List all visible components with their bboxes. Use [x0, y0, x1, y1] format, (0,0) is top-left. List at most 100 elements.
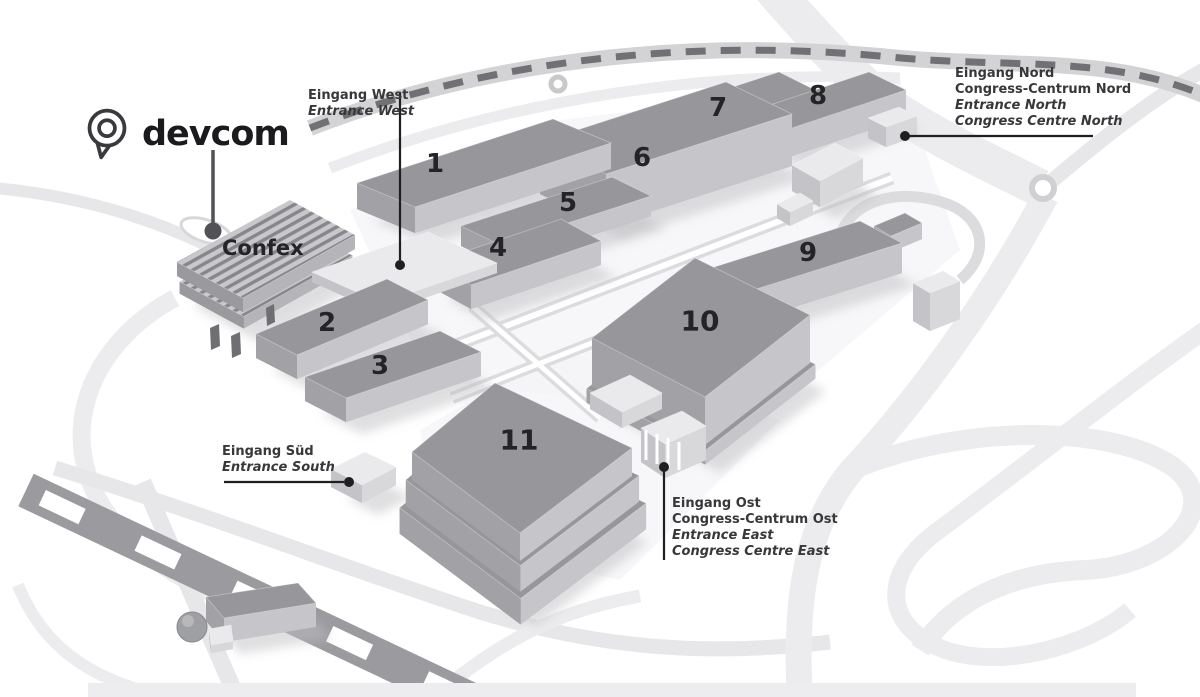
hall-4-label: 4: [488, 233, 508, 263]
entrance-ost-line-2: Congress-Centrum Ost: [672, 512, 838, 527]
station-annex-side: [209, 629, 211, 653]
station-building-side: [224, 603, 316, 642]
station-dome: [176, 611, 208, 643]
entrance-sued-label: Eingang Süd Entrance South: [222, 444, 335, 476]
hall-2-label: 2: [317, 308, 337, 338]
hall-6-side: [606, 114, 792, 226]
hall-1: [355, 118, 613, 233]
confex-building-side: [177, 262, 243, 312]
hall-2-side: [256, 334, 297, 379]
hall-9-side: [747, 243, 902, 322]
entrance-sued-line-en: Entrance South: [222, 460, 335, 475]
entrance-south-building-shadow: [347, 482, 412, 515]
entrance-ost-line-3: Entrance East: [672, 528, 774, 543]
entrance-east-colonnade-side: [665, 426, 706, 478]
ccn-ramp-arc: [832, 190, 986, 285]
hall-7-label: 7: [708, 93, 728, 123]
confex-pillar: [210, 324, 220, 350]
station-annex: [208, 624, 234, 653]
hall-10-label: 10: [680, 304, 720, 338]
devcom-pointer: [204, 150, 222, 240]
hall-11: [399, 382, 647, 625]
hall-10-side: [705, 364, 816, 465]
hall-11-side: [520, 503, 647, 625]
bottom-strip: [88, 683, 1136, 697]
ccn-cube-large-side: [820, 158, 863, 207]
road-west-access: [0, 182, 211, 252]
ccn-tower-top: [912, 270, 961, 294]
road-corner-arc: [12, 582, 142, 696]
ccn-cube-large-side: [792, 165, 820, 207]
hall-11-side: [520, 475, 640, 592]
north-side-cube-side: [868, 118, 886, 147]
road-south-parallel: [52, 460, 831, 657]
confex-building-side: [243, 235, 355, 312]
ccn-cube-small: [776, 192, 814, 226]
hall-2-side: [297, 300, 428, 379]
buildings-layer: [176, 71, 961, 653]
road-roundabout-ne: [1041, 63, 1200, 192]
entrance-east-building-side: [590, 393, 622, 428]
hall-11-top: [411, 382, 633, 534]
hall-6-label: 6: [632, 143, 652, 173]
hall-4-side: [471, 241, 601, 309]
road-interchange-loop2: [887, 322, 1200, 667]
hall-3-label: 3: [370, 351, 390, 381]
road-interchange-loop1: [848, 425, 1200, 656]
entrance-ost-line-1: Eingang Ost: [672, 496, 761, 511]
entrance-west-label: Eingang West Entrance West: [308, 88, 414, 120]
entrance-nord-line-1: Eingang Nord: [955, 66, 1055, 81]
entrance-ost-pointer: [659, 462, 669, 560]
hall-1-side: [415, 143, 611, 233]
entrance-nord-line-4: Congress Centre North: [955, 114, 1123, 129]
hall-11-side: [520, 448, 632, 561]
entrance-sued-line-de: Eingang Süd: [222, 444, 314, 459]
hall-11-side: [399, 507, 521, 625]
devcom-wordmark: devcom: [142, 114, 290, 154]
entrance-nord-pointer: [900, 131, 1093, 141]
ccn-tower-side: [913, 283, 930, 331]
entrance-sued-dot: [344, 477, 354, 487]
ccn-cube-small-top: [776, 192, 814, 213]
entrance-west-line-en: Entrance West: [308, 104, 415, 119]
entrance-ost-dot: [659, 462, 669, 472]
entrance-east-building-top: [589, 374, 663, 413]
entrance-nord-line-2: Congress-Centrum Nord: [955, 82, 1132, 97]
north-side-cube-side: [886, 116, 917, 147]
rail-stop-ring: [548, 74, 568, 94]
confex-pillar: [231, 332, 241, 358]
entrance-east-building-side: [622, 393, 662, 428]
hall-5-top: [459, 176, 653, 246]
entrance-nord-dot: [900, 131, 910, 141]
entrance-west-line-de: Eingang West: [308, 88, 409, 103]
entrance-west-pointer: [395, 93, 405, 270]
hall-10-top: [591, 257, 811, 398]
map-extras: [176, 93, 1093, 643]
confex-building-side: [179, 281, 244, 329]
hall-9-label: 9: [798, 238, 818, 268]
hall-3-top: [303, 330, 483, 399]
ccn-cube-small-side: [777, 204, 790, 226]
entrance-ost-line-4: Congress Centre East: [672, 544, 830, 559]
hall-1-top: [355, 118, 613, 208]
devcom-dot: [204, 222, 222, 240]
hall-3-side: [346, 352, 481, 422]
hall-2: [255, 278, 429, 379]
hall-8-side: [789, 90, 906, 157]
hall-11-label: 11: [499, 423, 539, 457]
hall-3: [303, 330, 483, 422]
hall-1-label: 1: [425, 149, 445, 179]
confex-building-top: [176, 199, 356, 299]
ccn-cube-small-side: [790, 201, 813, 226]
station-building-top: [205, 582, 317, 619]
hall-11-side: [405, 479, 521, 592]
hall-3-side: [305, 377, 346, 422]
entrance-south-building: [330, 451, 397, 503]
confex-pillar: [266, 304, 275, 326]
entrance-ost-label: Eingang Ost Congress-Centrum Ost Entranc…: [672, 496, 838, 560]
entrance-nord-label: Eingang Nord Congress-Centrum Nord Entra…: [955, 66, 1131, 130]
hall-5-label: 5: [558, 188, 578, 218]
entrance-east-building: [589, 374, 663, 428]
entrance-sued-pointer: [224, 477, 354, 487]
